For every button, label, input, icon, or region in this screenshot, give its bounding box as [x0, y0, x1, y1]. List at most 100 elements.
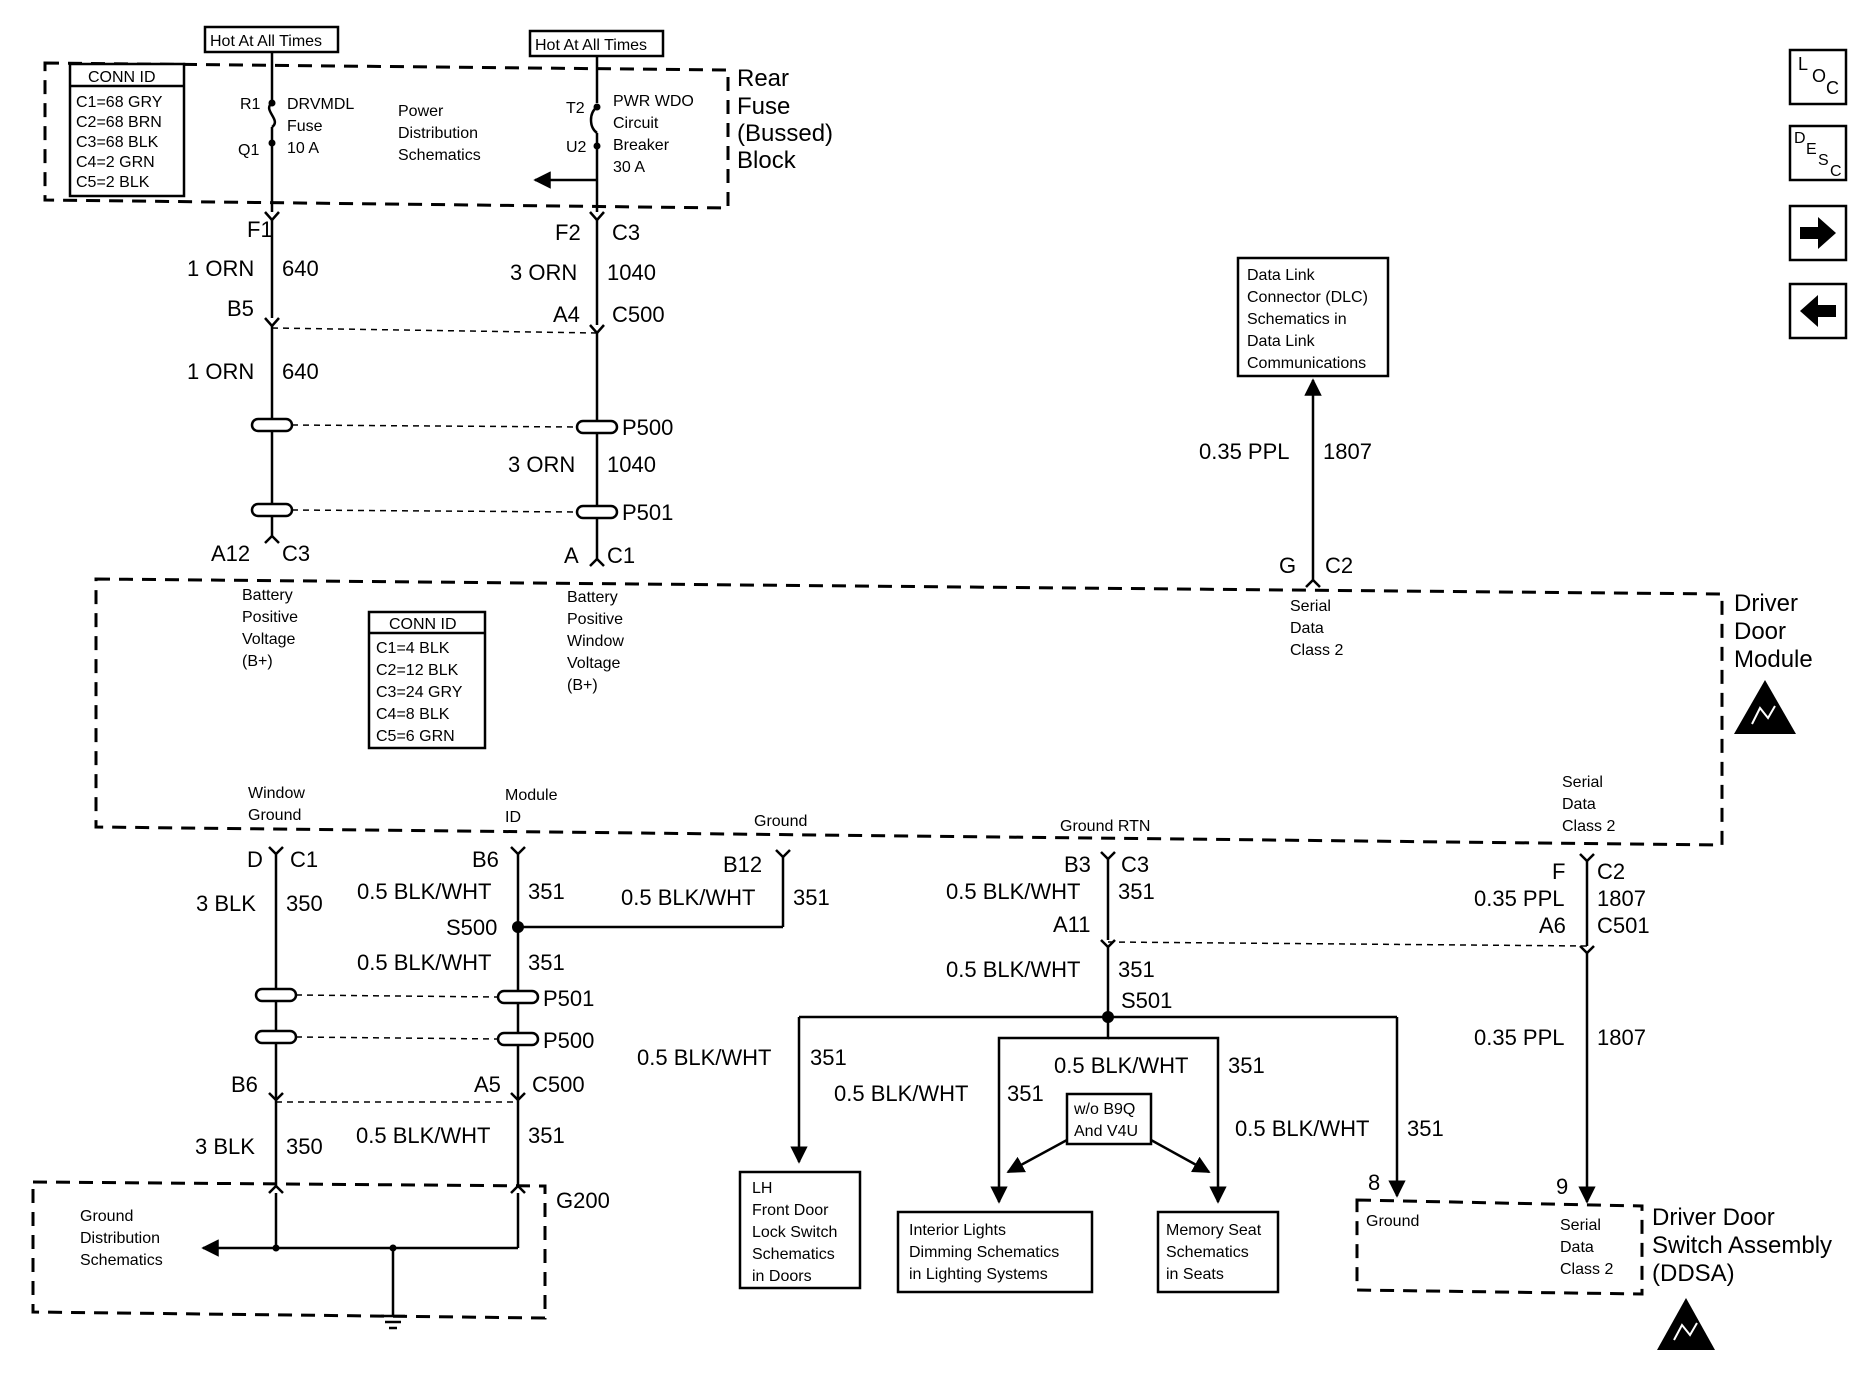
desc-letter: S [1818, 152, 1829, 169]
terminal-b3: B3 [1064, 852, 1091, 877]
ground-g200-label: G200 [556, 1188, 610, 1213]
lh-door-reference-box [738, 1170, 862, 1290]
wire-color-label: 0.5 BLK/WHT [946, 879, 1080, 904]
circuit-number-label: 351 [528, 879, 565, 904]
option-line: w/o B9Q [1073, 1101, 1135, 1118]
option-box [1065, 1092, 1153, 1146]
circuit-number-label: 350 [286, 1134, 323, 1159]
wire-color-label: 1 ORN [187, 359, 254, 384]
module-pin-desc: Positive [567, 611, 623, 628]
fuse-label-line: DRVMDL [287, 96, 354, 113]
terminal-a5: A5 [474, 1072, 501, 1097]
conn-id-row: C5=6 GRN [376, 728, 455, 745]
module-pin-desc: Ground [754, 813, 807, 830]
connector-c500: C500 [612, 302, 665, 327]
breaker-label-line: PWR WDO [613, 93, 694, 110]
wire-color-label: 0.5 BLK/WHT [357, 879, 491, 904]
loc-letter: C [1826, 78, 1839, 98]
conn-id-row: C5=2 BLK [76, 174, 150, 191]
hot-at-all-times-text-2: Hot At All Times [535, 37, 647, 54]
terminal-a6: A6 [1539, 913, 1566, 938]
branch-memory-seat [1108, 1036, 1227, 1204]
module-pin-desc: (B+) [242, 653, 273, 670]
connector-c500: C500 [532, 1072, 585, 1097]
fuse-label-line: Fuse [287, 118, 323, 135]
breaker-label-line: Circuit [613, 115, 659, 132]
module-pin-desc: (B+) [567, 677, 598, 694]
module-pin-desc: Serial [1562, 774, 1603, 791]
module-pin-desc: Class 2 [1562, 818, 1615, 835]
pass-through-grommet [575, 419, 619, 435]
module-pin-desc: Data [1290, 620, 1324, 637]
terminal-g: G [1279, 553, 1296, 578]
fuse-label-line: 10 A [287, 140, 319, 157]
esd-warning-icon [1657, 1298, 1715, 1350]
circuit-number-label: 640 [282, 359, 319, 384]
terminal-f1: F1 [247, 217, 273, 242]
driver-door-module-outline [94, 577, 1724, 847]
pass-through-grommet [254, 987, 298, 1003]
wire-color-label: 0.5 BLK/WHT [357, 950, 491, 975]
wire-color-label: 0.5 BLK/WHT [1054, 1053, 1188, 1078]
conn-id-row: C1=4 BLK [376, 640, 450, 657]
hot-at-all-times-label-1 [203, 25, 340, 54]
dlc-box-line: Data Link [1247, 267, 1316, 284]
circuit-breaker-symbol [589, 106, 598, 134]
ref-box-line: in Lighting Systems [909, 1266, 1048, 1283]
fuse-terminal-r1: R1 [240, 96, 261, 113]
circuit-number-label: 351 [810, 1045, 847, 1070]
ref-box-line: Interior Lights [909, 1222, 1006, 1239]
dlc-reference-box [1236, 256, 1390, 378]
connector-c2: C2 [1325, 553, 1353, 578]
dlc-box-line: Schematics in [1247, 311, 1347, 328]
prev-arrow-button[interactable] [1788, 282, 1848, 340]
terminal-b12: B12 [723, 852, 762, 877]
pass-through-grommet [496, 989, 540, 1005]
desc-letter: D [1794, 130, 1806, 147]
ground-dist-line: Schematics [80, 1252, 163, 1269]
loc-letter: L [1798, 54, 1808, 74]
ddsa-pin-desc: Ground [1366, 1213, 1419, 1230]
c501-connector-link [1107, 941, 1588, 947]
rear-fuse-block-outline [43, 61, 730, 210]
dlc-box-line: Data Link [1247, 333, 1316, 350]
next-arrow-button[interactable] [1788, 204, 1848, 262]
splice-s500 [512, 921, 524, 933]
wire-color-label: 3 ORN [510, 260, 577, 285]
pass-through-grommet [250, 502, 294, 518]
fuse-symbol [267, 101, 277, 129]
terminal-a12: A12 [211, 541, 250, 566]
wire-350 [268, 846, 284, 1248]
dlc-box-line: Connector (DLC) [1247, 289, 1368, 306]
module-pin-desc: Battery [242, 587, 293, 604]
circuit-number-label: 351 [528, 1123, 565, 1148]
wire-color-label: 0.5 BLK/WHT [356, 1123, 490, 1148]
circuit-number-label: 351 [1228, 1053, 1265, 1078]
terminal-b6: B6 [472, 847, 499, 872]
ddsa-outline [1355, 1198, 1644, 1296]
loc-button[interactable]: L O C [1788, 48, 1848, 106]
wire-1807-ddsa [1578, 853, 1596, 1204]
module-pin-desc: Positive [242, 609, 298, 626]
conn-id-row: C3=24 GRY [376, 684, 463, 701]
ddsa-name-line: (DDSA) [1652, 1260, 1735, 1287]
wire-color-label: 0.5 BLK/WHT [946, 957, 1080, 982]
power-dist-line: Power [398, 103, 444, 120]
circuit-number-label: 1807 [1597, 1025, 1646, 1050]
ref-box-line: LH [752, 1180, 772, 1197]
connector-c3: C3 [1121, 852, 1149, 877]
pass-through-p501: P501 [622, 500, 673, 525]
breaker-terminal-t2: T2 [566, 100, 585, 117]
module-pin-desc: ID [505, 809, 521, 826]
module-pin-desc: Class 2 [1290, 642, 1343, 659]
splice-s501-label: S501 [1121, 988, 1172, 1013]
circuit-number-label: 1040 [607, 260, 656, 285]
desc-button[interactable]: D E S C [1788, 124, 1848, 182]
wire-color-label: 0.5 BLK/WHT [1235, 1116, 1369, 1141]
pass-through-p500: P500 [622, 415, 673, 440]
option-line: And V4U [1074, 1123, 1138, 1140]
esd-warning-icon [1734, 680, 1796, 734]
terminal-a4: A4 [553, 302, 580, 327]
